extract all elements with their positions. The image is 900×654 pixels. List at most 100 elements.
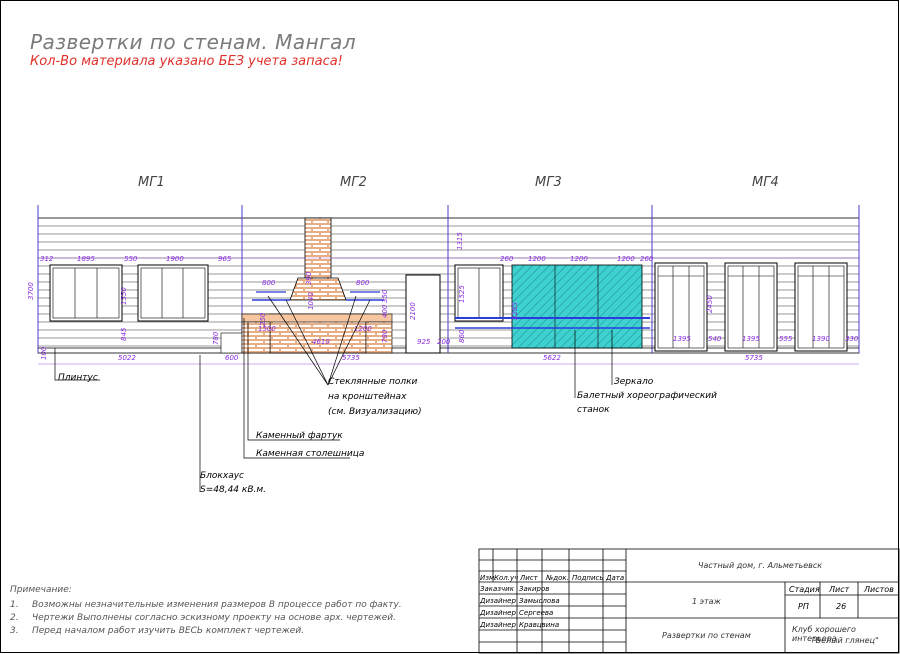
dim-label: 965	[218, 255, 232, 263]
dim-label: 860	[458, 329, 466, 343]
callout-barre-2: станок	[577, 405, 610, 415]
callout-mirror: Зеркало	[614, 377, 654, 387]
dim-label: 2450	[706, 295, 714, 313]
dim-label: 5022	[118, 354, 136, 362]
stamp-sheet-title: Развертки по стенам	[662, 631, 751, 640]
stamp-sheet-value: 26	[836, 602, 847, 611]
mg4-windows	[654, 262, 848, 352]
mg1-windows	[49, 264, 243, 354]
stamp-sheet-label: Лист	[829, 585, 850, 594]
dim-label: 312	[40, 255, 54, 263]
callout-barre-1: Балетный хореографический	[577, 391, 717, 401]
dimension-labels: 312 1895 550 1900 965 3700 1550 845 100 …	[27, 232, 859, 362]
stamp-role: Дизайнер	[480, 609, 516, 617]
stamp-sheets-label: Листов	[864, 585, 894, 594]
stamp-name: Сергеева	[519, 609, 554, 617]
dim-label: 800	[262, 279, 276, 287]
callout-shelves-2: на кронштейнах	[328, 392, 407, 402]
dim-label: 800	[356, 279, 370, 287]
stamp-name: Замыслова	[519, 597, 560, 605]
dim-label: 3700	[27, 282, 35, 300]
stamp-org-2: "Белый глянец"	[812, 636, 879, 645]
callout-shelves-1: Стеклянные полки	[328, 377, 418, 387]
dim-label: 350	[381, 289, 389, 303]
dim-label: 1525	[458, 285, 466, 303]
stamp-name: Кравцвина	[519, 621, 560, 629]
dim-label: 1390	[812, 335, 830, 343]
dim-label: 200	[437, 338, 451, 346]
dim-label: 5622	[543, 354, 561, 362]
dim-label: 1040	[307, 292, 315, 310]
dim-label: 100	[40, 346, 48, 360]
dim-label: 1200	[570, 255, 588, 263]
dim-label: 1200	[528, 255, 546, 263]
callout-blockhouse-2: S=48,44 кВ.м.	[200, 485, 267, 495]
mg2-hearth	[241, 217, 441, 354]
wall-label-mg1: МГ1	[138, 175, 165, 190]
dim-label: 1395	[673, 335, 691, 343]
stamp-role: Заказчик	[480, 585, 514, 593]
dim-label: 1200	[354, 325, 372, 333]
dim-label: 780	[381, 329, 389, 343]
dim-label: 390	[305, 271, 313, 285]
dim-label: 555	[779, 335, 793, 343]
stamp-role: Дизайнер	[480, 597, 516, 605]
page-title: Развертки по стенам. Мангал	[30, 30, 357, 54]
dim-label: 540	[708, 335, 722, 343]
dim-label: 925	[417, 338, 431, 346]
dim-label: 1500	[258, 325, 276, 333]
dim-label: 600	[225, 354, 239, 362]
dim-label: 5735	[342, 354, 360, 362]
note-num: 2.	[10, 613, 19, 623]
callout-apron: Каменный фартук	[256, 431, 343, 441]
dim-label: 330	[845, 335, 859, 343]
callout-plinth: Плинтус	[58, 373, 98, 383]
stamp-stage-value: РП	[798, 602, 809, 611]
dim-label: 1550	[120, 287, 128, 305]
stamp-col-izm: Изм.	[480, 574, 497, 582]
note-text: Возможны незначительные изменения размер…	[32, 600, 402, 610]
stamp-col-podpis: Подпись	[572, 574, 604, 582]
dim-label: 4610	[312, 338, 330, 346]
stamp-frame	[478, 548, 900, 654]
dim-label: 1395	[742, 335, 760, 343]
stamp-col-data: Дата	[606, 574, 625, 582]
dim-label: 250	[259, 312, 267, 326]
dim-label: 2285	[511, 302, 519, 320]
dim-label: 550	[124, 255, 138, 263]
dim-label: 845	[120, 327, 128, 341]
dim-label: 2100	[409, 302, 417, 320]
stamp-stage-label: Стадия	[789, 585, 820, 594]
stamp-col-ndok: №док.	[546, 574, 569, 582]
leader-lines	[54, 295, 613, 492]
note-num: 3.	[10, 626, 19, 636]
dim-label: 1900	[166, 255, 184, 263]
stamp-floor: 1 этаж	[692, 597, 721, 606]
callout-shelves-3: (см. Визуализацию)	[328, 407, 422, 417]
callout-blockhouse-1: Блокхаус	[200, 471, 244, 481]
wall-label-mg4: МГ4	[752, 175, 779, 190]
note-text: Чертежи Выполнены согласно эскизному про…	[32, 613, 396, 623]
dim-label: 1200	[617, 255, 635, 263]
wall-label-mg2: МГ2	[340, 175, 367, 190]
dim-label: 780	[212, 331, 220, 345]
page-subtitle: Кол-Во материала указано БЕЗ учета запас…	[30, 54, 343, 69]
dim-label: 400	[381, 304, 389, 318]
note-text: Перед началом работ изучить ВЕСЬ комплек…	[32, 626, 305, 636]
notes-heading: Примечание:	[10, 585, 72, 595]
dim-label: 1315	[456, 232, 464, 250]
mg3-elements	[454, 264, 650, 349]
dim-label: 5735	[745, 354, 763, 362]
stamp-name: Закиров	[519, 585, 550, 593]
stamp-col-kol: Кол.уч	[494, 574, 519, 582]
dim-label: 1895	[77, 255, 95, 263]
dim-label: 260	[640, 255, 654, 263]
stamp-role: Дизайнер	[480, 621, 516, 629]
wall-label-mg3: МГ3	[535, 175, 562, 190]
stamp-org-1: Клуб хорошего интерьера	[792, 625, 856, 643]
stamp-col-list: Лист	[520, 574, 538, 582]
callout-countertop: Каменная столешница	[256, 449, 365, 459]
note-num: 1.	[10, 600, 19, 610]
